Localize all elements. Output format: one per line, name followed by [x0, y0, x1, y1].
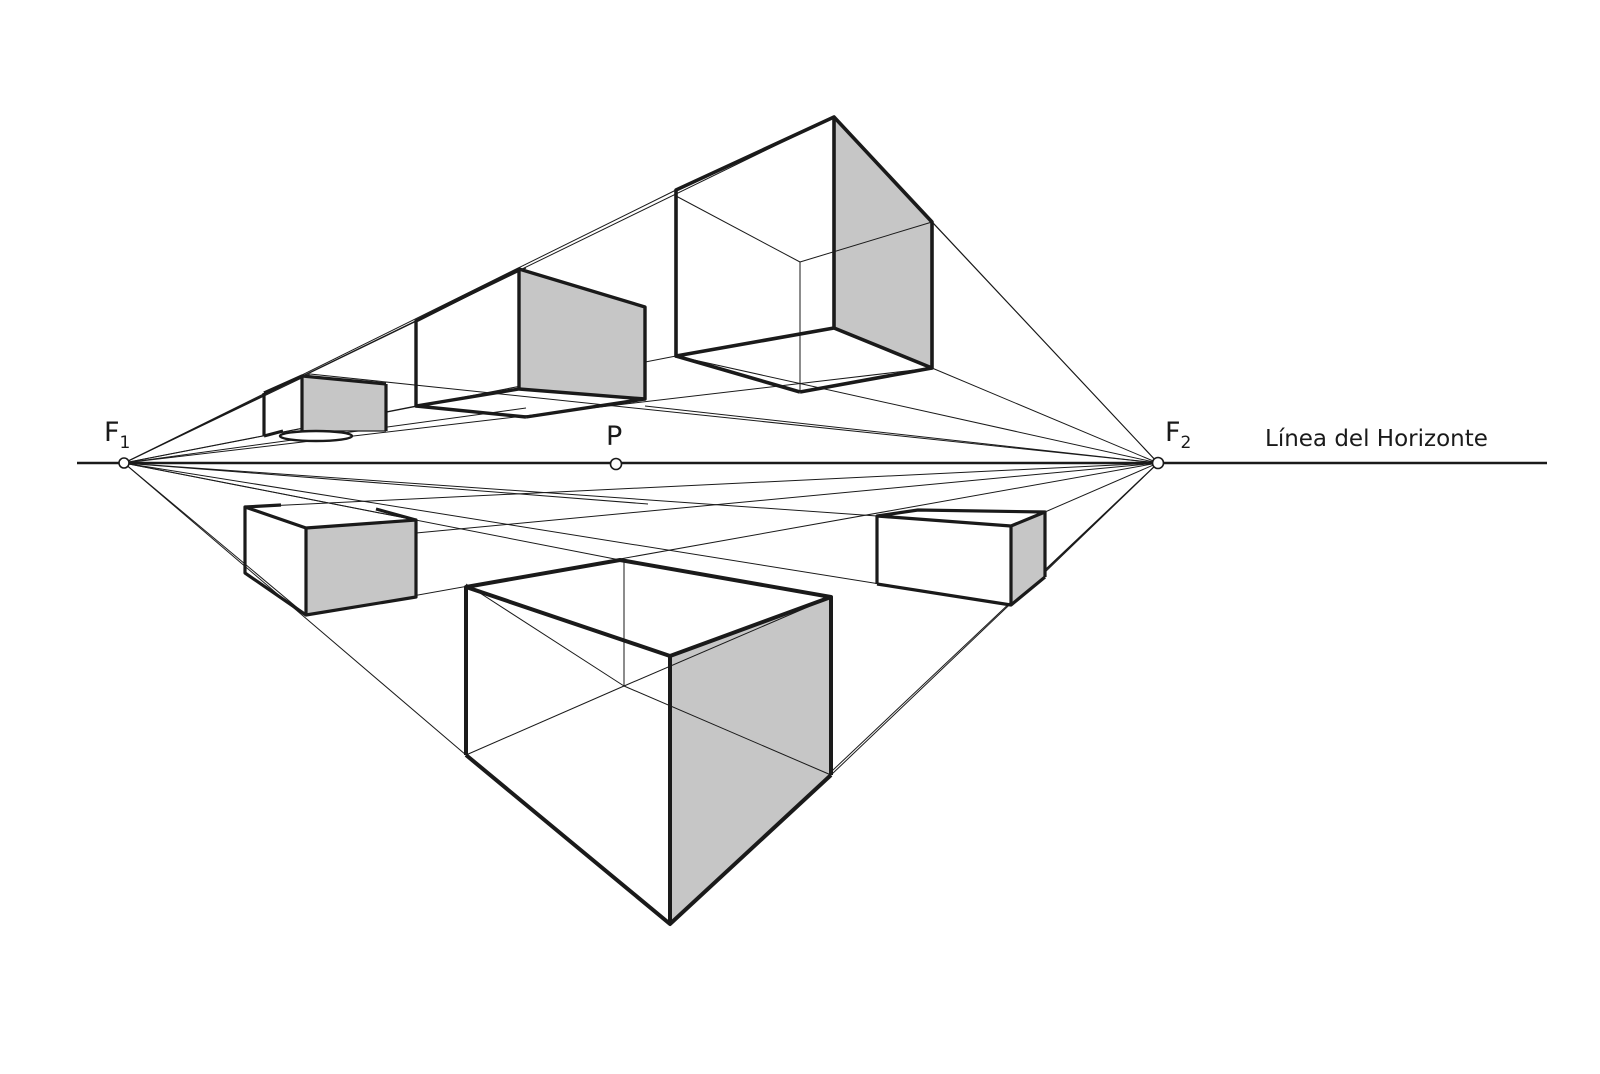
vanishing-point-f1-marker: [118, 457, 130, 469]
f1-subscript: 1: [120, 433, 131, 453]
box-below-right: [875, 508, 1047, 607]
box-below-large: [464, 558, 833, 926]
f2-label: F2: [1165, 417, 1191, 453]
vanishing-point-f2-marker: [1151, 456, 1165, 470]
horizon-label: Línea del Horizonte: [1265, 426, 1488, 452]
p-label: P: [606, 421, 622, 452]
f2-letter: F: [1165, 417, 1181, 448]
box-above-small: [262, 374, 388, 443]
f1-letter: F: [104, 417, 120, 448]
f1-label: F1: [104, 417, 130, 453]
f2-subscript: 2: [1181, 433, 1192, 453]
box-above-medium: [414, 267, 647, 419]
vanishing-rays: [123, 116, 1159, 925]
box-below-left: [243, 503, 418, 617]
point-p-marker: [609, 457, 623, 471]
box-above-large: [674, 115, 934, 394]
